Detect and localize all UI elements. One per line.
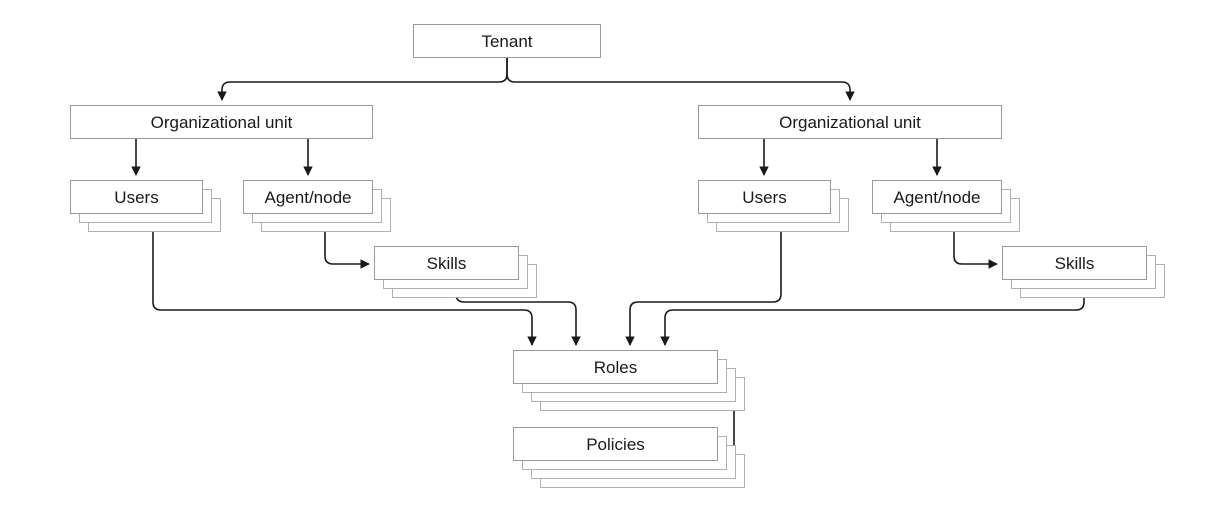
node-agent-node-left[interactable]: Agent/node: [243, 180, 391, 232]
node-roles-face: Roles: [513, 350, 718, 384]
node-organizational-unit-left-label: Organizational unit: [150, 112, 293, 132]
edge-tenant-to-ou-right: [506, 58, 855, 101]
node-roles[interactable]: Roles: [513, 350, 745, 411]
node-tenant-label: Tenant: [481, 31, 533, 51]
node-skills-left[interactable]: Skills: [374, 246, 537, 298]
node-agent-node-right[interactable]: Agent/node: [872, 180, 1020, 232]
edge-agent-right-to-skills-right: [953, 232, 998, 269]
node-users-left-face: Users: [70, 180, 203, 214]
node-agent-node-right-label: Agent/node: [893, 187, 981, 207]
node-tenant-face: Tenant: [413, 24, 601, 58]
node-skills-right-face: Skills: [1002, 246, 1147, 280]
node-users-right[interactable]: Users: [698, 180, 849, 232]
edge-tenant-to-ou-left: [217, 58, 508, 101]
node-users-right-face: Users: [698, 180, 831, 214]
node-skills-right-label: Skills: [1054, 253, 1095, 273]
node-skills-left-face: Skills: [374, 246, 519, 280]
edge-agent-left-to-skills-left: [324, 232, 370, 269]
node-organizational-unit-right-face: Organizational unit: [698, 105, 1002, 139]
node-skills-right[interactable]: Skills: [1002, 246, 1165, 298]
node-users-left-label: Users: [114, 187, 159, 207]
node-agent-node-right-face: Agent/node: [872, 180, 1002, 214]
node-agent-node-left-face: Agent/node: [243, 180, 373, 214]
node-policies[interactable]: Policies: [513, 427, 745, 488]
node-organizational-unit-right[interactable]: Organizational unit: [698, 105, 1002, 139]
node-users-right-label: Users: [742, 187, 787, 207]
node-skills-left-label: Skills: [426, 253, 467, 273]
node-users-left[interactable]: Users: [70, 180, 221, 232]
edge-users-right-to-roles: [625, 232, 782, 346]
node-organizational-unit-right-label: Organizational unit: [779, 112, 921, 132]
node-organizational-unit-left[interactable]: Organizational unit: [70, 105, 373, 139]
node-roles-label: Roles: [593, 357, 638, 377]
node-policies-label: Policies: [586, 434, 645, 454]
node-agent-node-left-label: Agent/node: [264, 187, 352, 207]
node-organizational-unit-left-face: Organizational unit: [70, 105, 373, 139]
node-policies-face: Policies: [513, 427, 718, 461]
edge-skills-left-to-roles: [455, 293, 581, 346]
edge-skills-right-to-roles: [660, 298, 1085, 346]
node-tenant[interactable]: Tenant: [413, 24, 601, 58]
